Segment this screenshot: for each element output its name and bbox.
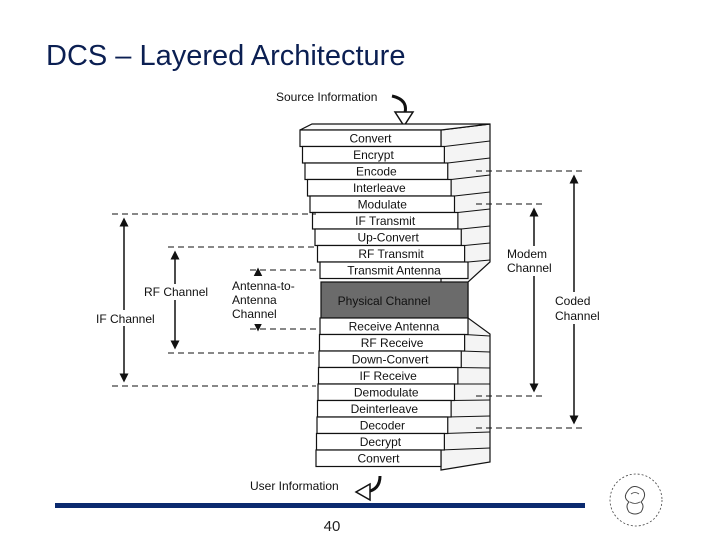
- layer-label: Convert: [357, 452, 400, 466]
- side-stripe: [464, 334, 491, 337]
- layer-convert-tx: Convert: [299, 129, 442, 148]
- physical-channel-label: Physical Channel: [338, 294, 431, 308]
- layer-decoder: Decoder: [316, 416, 449, 435]
- layer-label: Demodulate: [354, 386, 419, 400]
- layer-label: Transmit Antenna: [347, 264, 441, 278]
- layer-label: Convert: [349, 132, 392, 146]
- side-stripe: [454, 191, 491, 197]
- university-seal-icon: [609, 473, 663, 527]
- layer-label: Deinterleave: [351, 402, 419, 416]
- layer-label: Down-Convert: [352, 353, 429, 367]
- antenna-channel-label-line3: Channel: [232, 307, 277, 321]
- layer-label: IF Transmit: [355, 214, 416, 228]
- modem-channel-label-line2: Channel: [507, 261, 552, 275]
- layer-deinterleave: Deinterleave: [316, 399, 452, 418]
- layer-encode: Encode: [304, 162, 449, 181]
- rf-channel-label: RF Channel: [144, 285, 208, 299]
- side-stripe: [467, 259, 491, 263]
- side-stripe: [464, 242, 491, 246]
- side-stripe: [440, 447, 491, 451]
- coded-channel-label-line1: Coded: [555, 294, 590, 308]
- antenna-channel-label-line2: Antenna: [232, 293, 277, 307]
- side-stripe: [451, 174, 491, 180]
- side-stripe: [461, 350, 491, 353]
- layer-interleave: Interleave: [306, 178, 452, 197]
- layer-rf-receive: RF Receive: [318, 333, 466, 352]
- side-stripe: [457, 208, 491, 213]
- user-information-label: User Information: [250, 479, 339, 493]
- side-stripe: [444, 140, 491, 147]
- layer-modulate: Modulate: [309, 195, 456, 214]
- layer-decrypt: Decrypt: [315, 432, 445, 451]
- layer-up-convert: Up-Convert: [314, 228, 462, 247]
- footer-rule: [55, 503, 585, 508]
- side-stripe: [447, 157, 491, 164]
- side-stripe: [461, 225, 491, 230]
- layer-demodulate: Demodulate: [317, 383, 456, 402]
- layer-label: IF Receive: [360, 369, 418, 383]
- layer-receive-antenna: Receive Antenna: [319, 317, 469, 336]
- layer-physical-channel: Physical Channel: [320, 281, 469, 319]
- layer-label: Up-Convert: [357, 231, 419, 245]
- layer-transmit-antenna: Transmit Antenna: [319, 261, 469, 280]
- layer-down-convert: Down-Convert: [318, 350, 462, 369]
- layer-if-receive: IF Receive: [317, 366, 459, 385]
- layer-label: Encrypt: [353, 148, 394, 162]
- layer-label: Modulate: [358, 198, 408, 212]
- source-information-label: Source Information: [276, 90, 377, 104]
- layer-convert-rx: Convert: [315, 449, 442, 468]
- layer-rf-transmit: RF Transmit: [316, 244, 466, 263]
- layer-label: Encode: [356, 165, 397, 179]
- layer-label: Decrypt: [360, 435, 402, 449]
- antenna-channel-label-line1: Antenna-to-: [232, 279, 295, 293]
- layer-if-transmit: IF Transmit: [311, 211, 459, 230]
- modem-channel-label-line1: Modem: [507, 247, 547, 261]
- stack-side-stripes: [440, 140, 491, 451]
- user-arrow-icon: [354, 475, 382, 502]
- side-stripe: [444, 431, 491, 434]
- layer-encrypt: Encrypt: [301, 145, 445, 164]
- layer-label: Receive Antenna: [349, 320, 440, 334]
- side-stripe: [457, 367, 491, 369]
- source-arrow-icon: [391, 94, 415, 128]
- layer-label: RF Receive: [361, 336, 424, 350]
- layer-label: RF Transmit: [358, 247, 424, 261]
- layer-label: Decoder: [360, 419, 405, 433]
- side-stripe: [451, 399, 491, 401]
- side-stripe: [447, 415, 491, 418]
- coded-channel-label-line2: Channel: [555, 309, 600, 323]
- slide-title: DCS – Layered Architecture: [46, 40, 406, 72]
- page-number: 40: [323, 518, 341, 535]
- layer-stack: Convert Encrypt Encode Interleave Modula…: [299, 129, 469, 468]
- layer-label: Interleave: [353, 181, 406, 195]
- if-channel-label: IF Channel: [96, 312, 155, 326]
